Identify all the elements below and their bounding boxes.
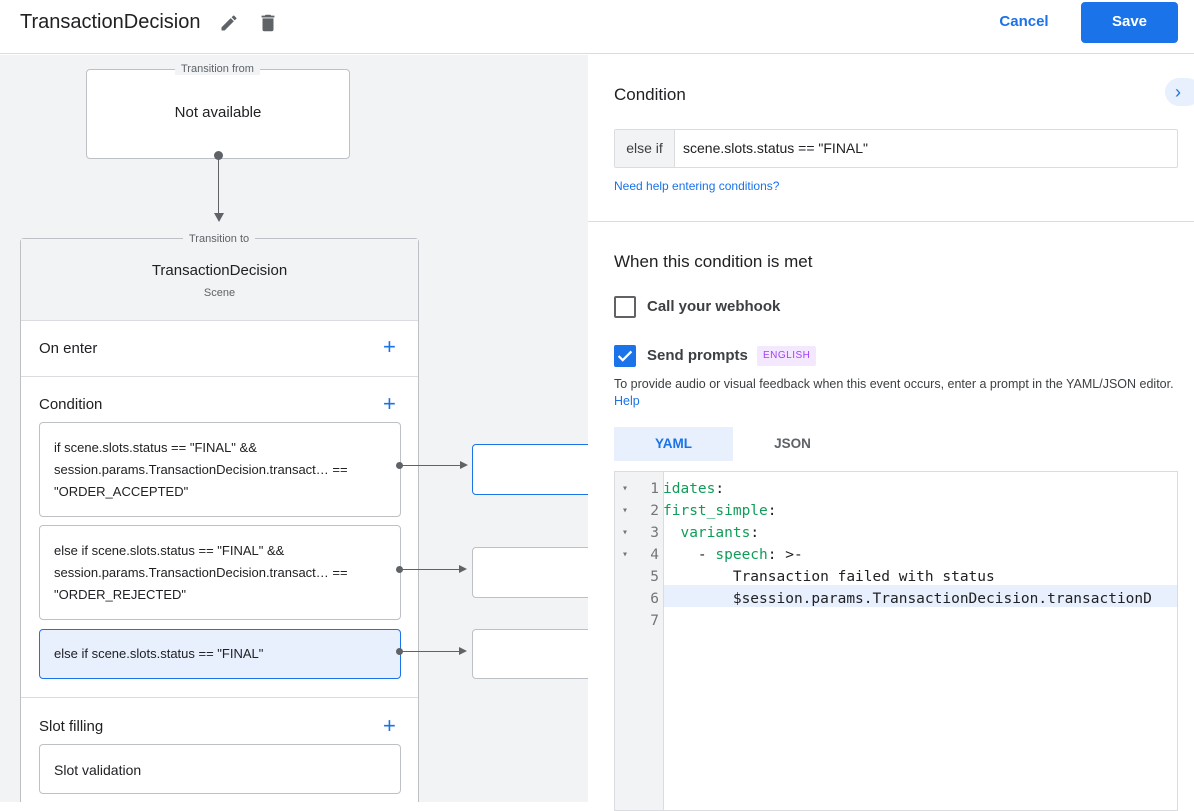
edit-icon[interactable]	[219, 13, 239, 33]
add-condition-icon[interactable]: +	[383, 391, 396, 416]
on-enter-label: On enter	[39, 340, 98, 357]
help-link[interactable]: Help	[614, 394, 640, 408]
line-number: 4	[650, 547, 659, 563]
prompts-checkbox[interactable]	[614, 345, 636, 367]
connector-dot	[396, 648, 403, 655]
slot-filling-label: Slot filling	[39, 718, 104, 735]
fold-arrow-icon[interactable]: ▾	[621, 549, 629, 560]
tab-yaml[interactable]: YAML	[614, 427, 733, 461]
line-content: Transaction failed with status	[732, 569, 995, 585]
divider	[588, 221, 1194, 222]
save-button[interactable]: Save	[1081, 2, 1178, 43]
code-line: 7	[615, 610, 1177, 632]
active-line-highlight	[664, 585, 1177, 607]
arrow-head	[460, 461, 468, 469]
connector-line	[402, 569, 460, 570]
code-line: ▾ 4 - speech: >-	[615, 544, 1177, 566]
line-number: 5	[650, 569, 659, 585]
line-number: 3	[650, 525, 659, 541]
connector-line	[402, 465, 462, 466]
condition-item[interactable]: else if scene.slots.status == "FINAL" &&…	[39, 525, 401, 620]
target-node[interactable]	[472, 629, 588, 679]
arrow-head	[459, 647, 467, 655]
add-slot-icon[interactable]: +	[383, 713, 396, 738]
line-content: idates:	[663, 481, 725, 497]
webhook-label: Call your webhook	[647, 298, 781, 315]
line-content: - speech: >-	[663, 547, 803, 563]
condition-prefix: else if	[615, 130, 675, 167]
delete-icon[interactable]	[257, 11, 279, 35]
scene-name: TransactionDecision	[151, 262, 288, 279]
condition-label: Condition	[39, 396, 103, 413]
connector-dot	[396, 566, 403, 573]
condition-title: Condition	[614, 85, 686, 104]
collapse-panel-button[interactable]: ›	[1165, 78, 1194, 106]
fold-arrow-icon	[615, 610, 635, 632]
description-text: To provide audio or visual feedback when…	[614, 377, 1174, 391]
fold-arrow-icon[interactable]: ▾	[621, 483, 629, 494]
target-node[interactable]	[472, 444, 588, 495]
scene-card: TransactionDecision Scene Transition to …	[20, 233, 419, 802]
transition-to-legend: Transition to	[183, 233, 256, 245]
on-enter-section[interactable]: On enter +	[21, 321, 418, 377]
tab-json[interactable]: JSON	[774, 436, 811, 451]
line-content	[659, 610, 663, 632]
line-content: first_simple:	[663, 503, 777, 519]
transition-from-value: Not available	[174, 104, 262, 121]
scene-title: TransactionDecision	[20, 11, 201, 33]
line-number: 2	[650, 503, 659, 519]
condition-input[interactable]: else if scene.slots.status == "FINAL"	[614, 129, 1178, 168]
transition-from-legend: Transition from	[175, 63, 260, 75]
arrow-head	[214, 213, 224, 222]
scene-type: Scene	[203, 287, 236, 299]
connector-dot	[214, 151, 223, 160]
condition-panel: › Condition else if scene.slots.status =…	[588, 55, 1194, 811]
fold-arrow-icon[interactable]: ▾	[621, 527, 629, 538]
language-badge: ENGLISH	[757, 346, 817, 366]
slot-validation[interactable]: Slot validation	[39, 744, 401, 794]
condition-item[interactable]: if scene.slots.status == "FINAL" && sess…	[39, 422, 401, 517]
editor-gutter	[615, 472, 664, 810]
description: To provide audio or visual feedback when…	[614, 376, 1174, 410]
line-content: $session.params.TransactionDecision.tran…	[732, 591, 1152, 607]
webhook-checkbox[interactable]	[614, 296, 636, 318]
connector-line	[218, 159, 219, 215]
divider	[21, 697, 418, 698]
fold-arrow-icon	[615, 566, 635, 588]
help-conditions-link[interactable]: Need help entering conditions?	[614, 179, 780, 193]
chevron-right-icon: ›	[1175, 82, 1181, 102]
line-number: 6	[650, 591, 659, 607]
add-on-enter-icon[interactable]: +	[383, 334, 396, 359]
condition-item-selected[interactable]: else if scene.slots.status == "FINAL"	[39, 629, 401, 679]
code-line: 5 Transaction failed with status	[615, 566, 1177, 588]
code-line: ▾ 3 variants:	[615, 522, 1177, 544]
check-icon	[617, 350, 633, 362]
flow-canvas: Transition from Not available Transactio…	[0, 55, 588, 802]
line-content: variants:	[680, 525, 760, 541]
connector-line	[402, 651, 460, 652]
header: TransactionDecision Cancel Save	[0, 0, 1194, 54]
code-line: 6 $session.params.TransactionDecision.tr…	[615, 588, 1177, 610]
arrow-head	[459, 565, 467, 573]
condition-value[interactable]: scene.slots.status == "FINAL"	[683, 140, 869, 156]
target-node[interactable]	[472, 547, 588, 598]
prompts-label: Send prompts	[647, 347, 748, 364]
cancel-button[interactable]: Cancel	[999, 13, 1049, 30]
met-title: When this condition is met	[614, 252, 813, 271]
transition-from-box: Transition from Not available	[86, 63, 350, 159]
line-number: 7	[650, 613, 659, 629]
connector-dot	[396, 462, 403, 469]
fold-arrow-icon	[615, 588, 635, 610]
scene-card-header: TransactionDecision Scene	[21, 239, 418, 321]
fold-arrow-icon[interactable]: ▾	[621, 505, 629, 516]
line-number: 1	[650, 481, 659, 497]
